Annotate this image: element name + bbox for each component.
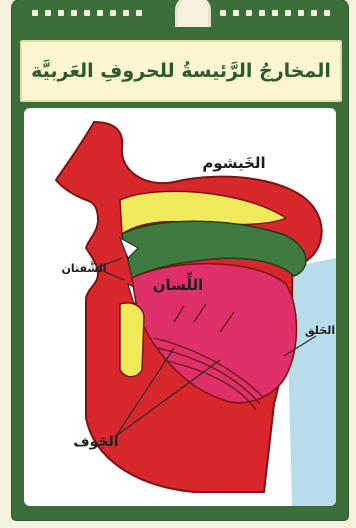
label-tongue: اللِّسان — [153, 272, 204, 294]
diagram-panel: الخَيشوم الشَّفتان اللِّسان الحَلق الجَو… — [24, 108, 336, 506]
pharynx-region — [286, 258, 336, 506]
binding-ring — [175, 0, 211, 27]
label-throat: الحَلق — [305, 324, 335, 337]
lower-jaw — [120, 303, 144, 377]
binding-holes-right — [220, 10, 330, 18]
label-lips: الشَّفتان — [61, 259, 106, 275]
vocal-tract-diagram: الخَيشوم الشَّفتان اللِّسان الحَلق الجَو… — [24, 108, 336, 506]
page-title: المخارجُ الرَّئيسةُ للحروفِ العَربيَّة — [31, 60, 331, 82]
binding-holes-left — [32, 10, 142, 18]
spiral-binding — [12, 0, 348, 28]
title-box: المخارجُ الرَّئيسةُ للحروفِ العَربيَّة — [20, 40, 342, 102]
label-cavity: الجَوف — [73, 434, 118, 450]
label-nasal-cavity: الخَيشوم — [202, 154, 265, 172]
